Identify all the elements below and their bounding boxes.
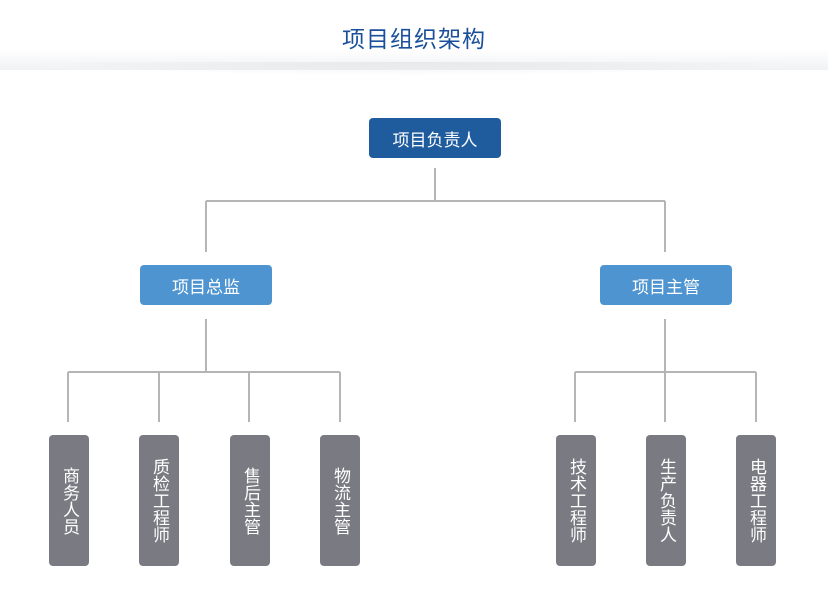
node-qc-engineer: 质检工程师 — [139, 435, 179, 566]
title-bar: 项目组织架构 — [0, 0, 828, 70]
page-title: 项目组织架构 — [342, 27, 486, 53]
title-shadow — [20, 62, 808, 76]
node-label: 电器工程师 — [746, 458, 766, 543]
node-label: 项目总监 — [172, 277, 240, 298]
node-project-director: 项目总监 — [140, 265, 272, 305]
node-label: 商务人员 — [59, 466, 79, 535]
node-label: 项目主管 — [632, 277, 700, 298]
node-label: 售后主管 — [240, 466, 260, 535]
node-business-staff: 商务人员 — [49, 435, 89, 566]
node-project-supervisor: 项目主管 — [600, 265, 732, 305]
node-production-leader: 生产负责人 — [646, 435, 686, 566]
node-label: 生产负责人 — [656, 458, 676, 543]
node-label: 项目负责人 — [392, 130, 478, 151]
node-after-sales-supervisor: 售后主管 — [230, 435, 270, 566]
node-logistics-supervisor: 物流主管 — [320, 435, 360, 566]
node-label: 质检工程师 — [149, 458, 169, 543]
node-label: 技术工程师 — [566, 458, 586, 543]
node-electrical-engineer: 电器工程师 — [736, 435, 776, 566]
node-label: 物流主管 — [330, 466, 350, 535]
node-project-leader: 项目负责人 — [369, 118, 501, 158]
node-technical-engineer: 技术工程师 — [556, 435, 596, 566]
